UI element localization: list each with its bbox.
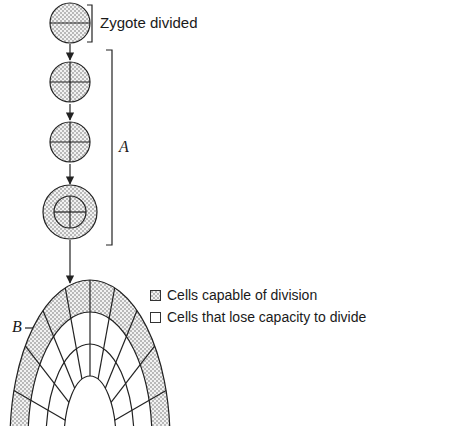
legend-row: Cells that lose capacity to divide <box>150 309 366 325</box>
legend-row: Cells capable of division <box>150 287 317 303</box>
legend-swatch <box>150 312 161 323</box>
legend-text: Cells that lose capacity to divide <box>167 309 366 325</box>
bracket-letter: A <box>119 138 129 156</box>
stage-label: Zygote divided <box>100 14 198 32</box>
bracket-letter: B <box>12 318 22 336</box>
legend-text: Cells capable of division <box>167 287 317 303</box>
legend-swatch <box>150 290 161 301</box>
